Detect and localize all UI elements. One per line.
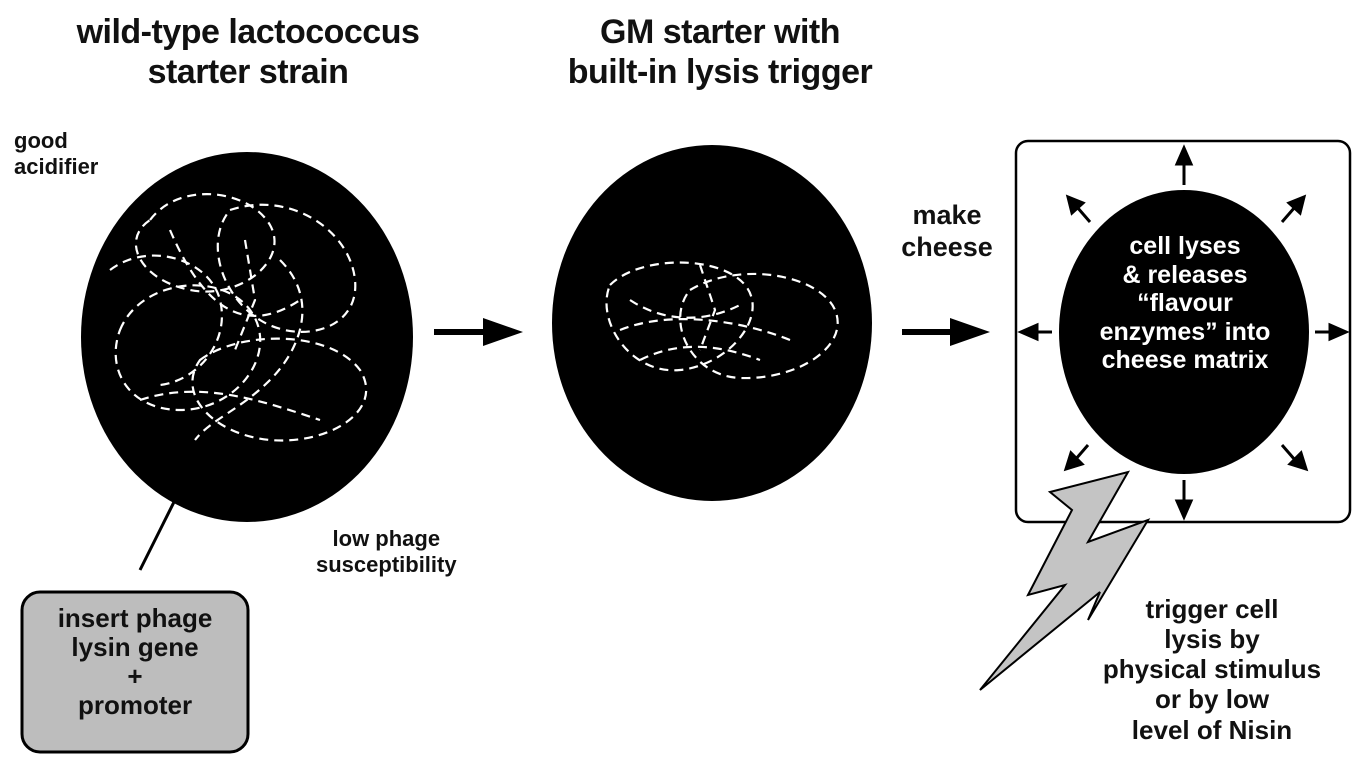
wild-type-title: wild-type lactococcus starter strain bbox=[28, 12, 468, 92]
good-acidifier-label: good acidifier bbox=[14, 128, 98, 180]
arrow-middle-to-right bbox=[902, 318, 990, 346]
make-cheese-label: make cheese bbox=[882, 200, 1012, 264]
gm-starter-title: GM starter with built-in lysis trigger bbox=[520, 12, 920, 92]
arrow-left-to-middle bbox=[434, 318, 523, 346]
wild-type-cell bbox=[81, 152, 413, 522]
gm-starter-cell bbox=[552, 145, 872, 501]
low-phage-label: low phage susceptibility bbox=[316, 526, 457, 578]
trigger-description: trigger cell lysis by physical stimulus … bbox=[1070, 594, 1354, 745]
insert-box-text: insert phage lysin gene + promoter bbox=[22, 604, 248, 720]
lysis-description: cell lyses & releases “flavour enzymes” … bbox=[1070, 232, 1300, 375]
